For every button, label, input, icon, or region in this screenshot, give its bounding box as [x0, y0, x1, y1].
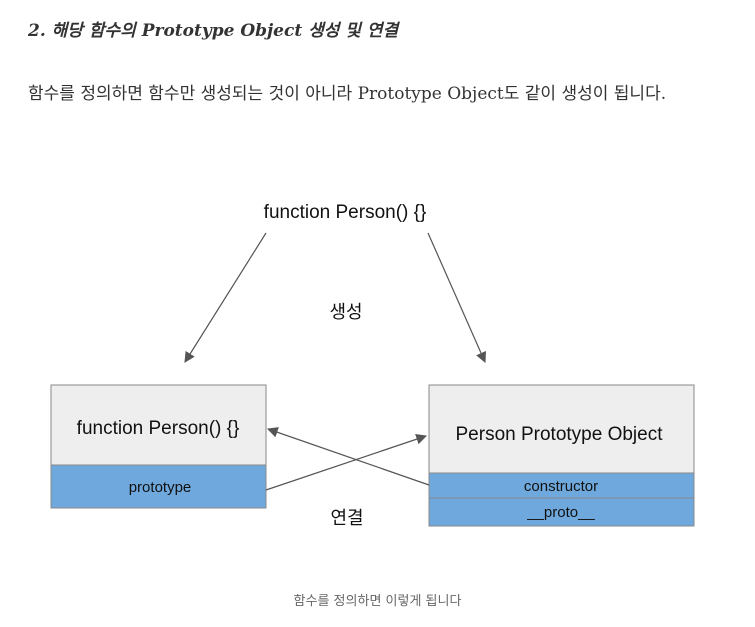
link-label: 연결	[330, 508, 363, 528]
section-heading: 2. 해당 함수의 Prototype Object 생성 및 연결	[28, 21, 399, 41]
create-arrow-left	[184, 232, 267, 363]
prototype-property-cell	[50, 464, 267, 509]
prototype-property-label: prototype	[129, 479, 192, 496]
constructor-property-cell	[428, 472, 695, 499]
function-box: function Person() {} prototype	[50, 384, 267, 509]
proto-property-label: __proto__	[526, 504, 595, 521]
prototype-object-body	[428, 384, 695, 474]
create-arrow-right	[427, 232, 487, 363]
proto-property-cell	[428, 497, 695, 527]
constructor-property-label: constructor	[524, 478, 598, 495]
figure-caption: 함수를 정의하면 이렇게 됩니다	[293, 594, 462, 609]
constructor-link-arrow	[266, 427, 430, 486]
prototype-object-box: Person Prototype Object constructor __pr…	[428, 384, 695, 527]
body-paragraph: 함수를 정의하면 함수만 생성되는 것이 아니라 Prototype Objec…	[28, 84, 667, 104]
prototype-link-arrow	[265, 433, 428, 491]
create-label: 생성	[329, 302, 362, 322]
function-box-body	[50, 384, 267, 466]
prototype-object-title: Person Prototype Object	[456, 424, 664, 445]
function-box-title: function Person() {}	[77, 418, 240, 439]
top-function-label: function Person() {}	[264, 202, 427, 223]
